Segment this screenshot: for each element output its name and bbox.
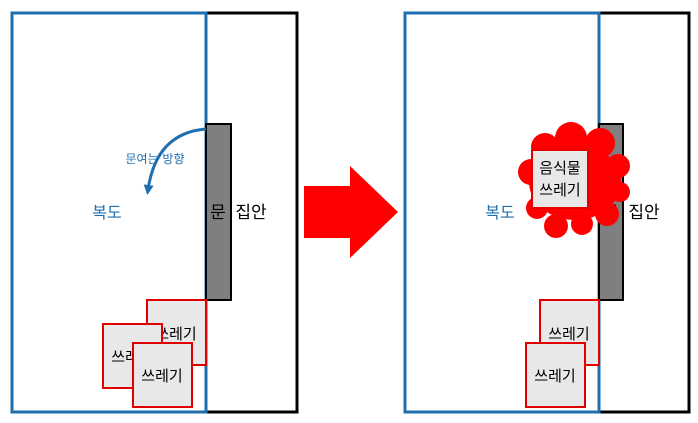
- door-swing-arrow: [143, 127, 207, 195]
- left-house-label: 집안: [235, 203, 267, 223]
- right-trash-back-label: 쓰레기: [548, 325, 589, 343]
- left-panel: 문 집안 복도 문여는 방향 쓰레기 쓰레기 쓰레기: [10, 11, 299, 414]
- right-trash-front: [525, 342, 586, 408]
- right-house-label: 집안: [628, 203, 660, 223]
- food-waste-label-line2: 쓰레기: [539, 181, 580, 199]
- left-door-label: 문: [210, 203, 226, 223]
- left-trash-front-label: 쓰레기: [141, 367, 182, 385]
- right-trash-front-label: 쓰레기: [534, 367, 575, 385]
- right-panel: 문 집안 복도 음식물 쓰레기 쓰레기 쓰레기: [403, 11, 691, 414]
- transition-arrow: [304, 166, 398, 258]
- right-corridor-label: 복도: [485, 203, 514, 222]
- left-door: [205, 123, 232, 301]
- food-waste-box: [531, 149, 589, 209]
- door-open-direction-label: 문여는 방향: [125, 152, 184, 166]
- left-trash-back-label: 쓰레기: [155, 325, 196, 343]
- food-waste-label-line1: 음식물: [539, 159, 580, 177]
- left-corridor-label: 복도: [92, 203, 121, 222]
- left-trash-front: [132, 342, 193, 408]
